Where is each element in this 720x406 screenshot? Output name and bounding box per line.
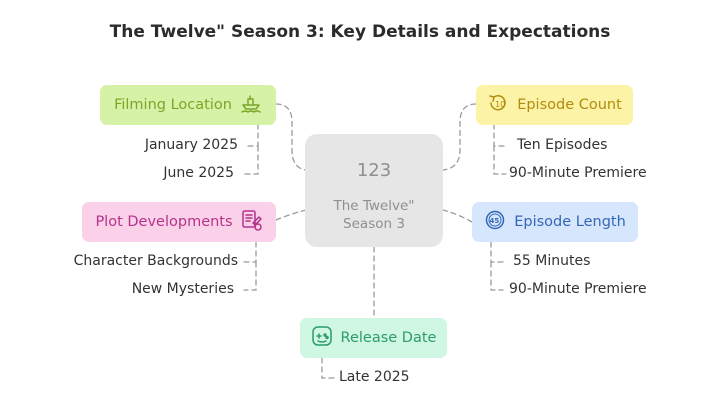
connector-filming-location (275, 103, 307, 171)
plot-item-1: Character Backgrounds (73, 253, 238, 269)
connector-filming-item-2 (243, 145, 259, 175)
svg-text:45: 45 (490, 217, 500, 225)
connector-length-item-1 (490, 241, 504, 263)
connector-episode-length (442, 209, 473, 223)
page-title: The Twelve" Season 3: Key Details and Ex… (109, 22, 611, 42)
timer-45-icon: 45 (484, 209, 506, 235)
filming-location-node: Filming Location (100, 85, 276, 125)
filming-location-label: Filming Location (114, 97, 232, 113)
center-label-line1: The Twelve" (333, 198, 415, 214)
gamepad-icon (311, 325, 333, 351)
count-item-1: Ten Episodes (517, 137, 608, 153)
connector-count-item-1 (493, 123, 507, 147)
episode-count-node: 10 Episode Count (476, 85, 633, 125)
release-item-1: Late 2025 (339, 369, 410, 385)
connector-filming-item-1 (243, 123, 259, 147)
connector-length-item-2 (490, 261, 504, 291)
connector-plot-developments (275, 209, 307, 221)
release-date-node: Release Date (300, 318, 447, 358)
episode-length-node: 45 Episode Length (472, 202, 638, 242)
plot-developments-label: Plot Developments (95, 214, 233, 230)
count-item-2: 90-Minute Premiere (509, 165, 647, 181)
center-label-line2: Season 3 (343, 216, 405, 232)
release-date-label: Release Date (340, 330, 437, 346)
connector-episode-count (442, 103, 477, 171)
svg-text:10: 10 (495, 100, 505, 109)
filming-item-2: June 2025 (163, 165, 234, 181)
connector-plot-item-2 (243, 261, 257, 291)
ship-waves-icon (240, 93, 262, 117)
length-item-2: 90-Minute Premiere (509, 281, 647, 297)
length-item-1: 55 Minutes (513, 253, 591, 269)
ten-rotate-icon: 10 (487, 92, 509, 118)
connector-plot-item-1 (243, 241, 257, 263)
plot-developments-node: Plot Developments (82, 202, 276, 242)
center-number: 123 (356, 160, 392, 181)
episode-count-label: Episode Count (517, 97, 622, 113)
notebook-pen-icon (241, 209, 263, 235)
center-node: 123 The Twelve" Season 3 (305, 134, 443, 247)
filming-item-1: January 2025 (144, 137, 238, 153)
episode-length-label: Episode Length (514, 214, 626, 230)
connector-release-item-1 (321, 357, 335, 379)
connector-count-item-2 (493, 145, 507, 175)
plot-item-2: New Mysteries (131, 281, 234, 297)
